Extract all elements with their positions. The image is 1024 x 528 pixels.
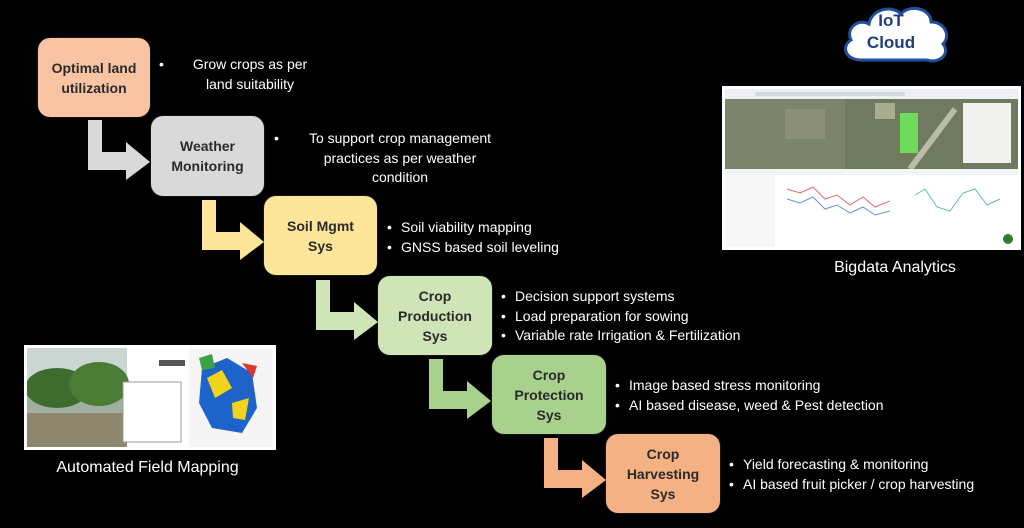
stage-crop-harvesting-label: Crop Harvesting Sys <box>626 445 700 502</box>
flow-arrow-2 <box>202 200 264 260</box>
field-mapping-image <box>24 345 276 450</box>
stage-soil-box: Soil Mgmt Sys <box>264 196 377 275</box>
stage-weather-label: Weather Monitoring <box>171 138 244 174</box>
bullet-item: Decision support systems <box>499 287 789 307</box>
stage-optimal-land-bullets: Grow crops as per land suitability <box>157 55 327 94</box>
field-mapping-caption: Automated Field Mapping <box>56 459 239 476</box>
bullet-item: Soil viability mapping <box>385 218 625 238</box>
field-mapping-collage <box>27 348 273 447</box>
stage-crop-production-label: Crop Production Sys <box>398 287 472 344</box>
stage-crop-harvesting-bullets: Yield forecasting & monitoring AI based … <box>727 455 1017 494</box>
iot-cloud-icon <box>844 6 948 63</box>
flow-arrow-1 <box>88 120 150 180</box>
flow-arrow-3 <box>316 280 378 340</box>
stage-crop-protection-label: Crop Protection Sys <box>514 366 584 423</box>
stage-weather-bullets: To support crop management practices as … <box>272 129 512 188</box>
bullet-item: Load preparation for sowing <box>499 307 789 327</box>
flow-arrow-5 <box>544 438 606 498</box>
stage-soil-bullets: Soil viability mapping GNSS based soil l… <box>385 218 625 257</box>
flow-arrow-4 <box>429 359 491 419</box>
bullet-item: Grow crops as per land suitability <box>157 55 327 94</box>
bullet-item: AI based disease, weed & Pest detection <box>613 396 913 416</box>
bullet-item: To support crop management practices as … <box>272 129 512 188</box>
stage-crop-production-box: Crop Production Sys <box>378 276 492 355</box>
bullet-item: AI based fruit picker / crop harvesting <box>727 475 1017 495</box>
iot-cloud-label: IoT Cloud <box>866 11 916 52</box>
dashboard-screenshot <box>725 89 1018 247</box>
stage-crop-harvesting-box: Crop Harvesting Sys <box>606 434 720 513</box>
stage-crop-protection-bullets: Image based stress monitoring AI based d… <box>613 376 913 415</box>
bigdata-caption: Bigdata Analytics <box>834 259 956 276</box>
bullet-item: Yield forecasting & monitoring <box>727 455 1017 475</box>
bullet-item: Image based stress monitoring <box>613 376 913 396</box>
stage-crop-production-bullets: Decision support systems Load preparatio… <box>499 287 789 346</box>
stage-optimal-land-box: Optimal land utilization <box>38 38 150 117</box>
stage-soil-label: Soil Mgmt Sys <box>287 217 354 254</box>
bullet-item: GNSS based soil leveling <box>385 238 625 258</box>
bigdata-dashboard-image <box>722 86 1021 250</box>
stage-crop-protection-box: Crop Protection Sys <box>492 355 606 434</box>
stage-weather-box: Weather Monitoring <box>151 116 264 196</box>
stage-optimal-land-label: Optimal land utilization <box>51 59 137 96</box>
bullet-item: Variable rate Irrigation & Fertilization <box>499 326 789 346</box>
